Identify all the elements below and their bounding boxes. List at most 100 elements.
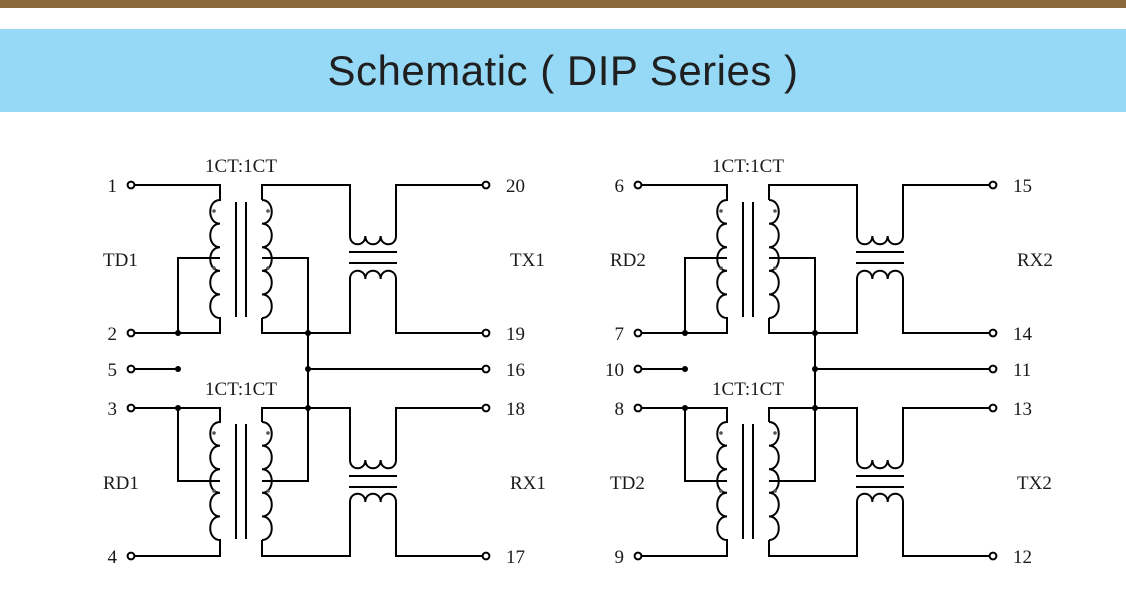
pin-number-label: 3 (108, 399, 118, 420)
polarity-dot (773, 209, 777, 213)
pin-number-label: 2 (108, 324, 118, 345)
pin-terminal (481, 180, 491, 190)
wire-pin18 (395, 407, 486, 460)
polarity-dot (212, 209, 216, 213)
signal-label: TX1 (510, 250, 545, 271)
pin-number-label: 10 (605, 360, 624, 381)
wire-secondary-top (261, 407, 351, 460)
signal-label: TD1 (103, 250, 138, 271)
pin-terminal (481, 551, 491, 561)
wire-secondary-bottom (768, 279, 858, 334)
polarity-dot (212, 431, 216, 435)
signal-label: RX2 (1017, 250, 1053, 271)
wire-secondary-bottom (261, 279, 351, 334)
choke-bottom-upper-winding (349, 459, 397, 470)
junction-dot (682, 366, 688, 372)
choke-top-upper-winding (349, 235, 397, 246)
wire-ct-left-bottom (684, 408, 727, 482)
pin-number-label: 14 (1013, 324, 1033, 345)
wire-secondary-bottom (768, 502, 858, 557)
turns-ratio-label: 1CT:1CT (712, 379, 784, 400)
wire-ct-right-bottom (262, 408, 309, 482)
pin-terminal (126, 180, 136, 190)
wire-secondary-bottom (261, 502, 351, 557)
polarity-dot (266, 489, 270, 493)
polarity-dot (266, 209, 270, 213)
choke-top-lower-winding (856, 269, 904, 280)
junction-dot (682, 330, 688, 336)
wire-secondary-top (768, 184, 858, 236)
wire-ct-right-bottom (769, 408, 816, 482)
wire-ct-right-bottom (262, 332, 309, 408)
polarity-dot (719, 209, 723, 213)
pin-number-label: 15 (1013, 176, 1032, 197)
wire-secondary-top (261, 184, 351, 236)
pin-number-label: 13 (1013, 399, 1032, 420)
pin-terminal (481, 364, 491, 374)
choke-top-lower-winding (349, 269, 397, 280)
page-title: Schematic ( DIP Series ) (327, 46, 799, 94)
pin-terminal (126, 403, 136, 413)
wire-ct-left-bottom (177, 408, 220, 482)
wire-pin18 (902, 407, 993, 460)
wire-pin17 (395, 502, 486, 557)
pin-number-label: 19 (506, 324, 525, 345)
pin-terminal (633, 551, 643, 561)
pin-terminal (126, 364, 136, 374)
transformer-bottom-primary-coil (209, 421, 221, 541)
wire-pin19 (395, 279, 486, 334)
pin-terminal (633, 364, 643, 374)
transformer-top-primary-coil (209, 199, 221, 319)
pin-number-label: 18 (506, 399, 525, 420)
turns-ratio-label: 1CT:1CT (205, 379, 277, 400)
top-accent-bar (0, 0, 1126, 8)
pin-terminal (126, 551, 136, 561)
turns-ratio-label: 1CT:1CT (205, 156, 277, 177)
junction-dot (175, 330, 181, 336)
signal-label: TX2 (1017, 473, 1052, 494)
junction-dot (175, 366, 181, 372)
wire-secondary-top (768, 407, 858, 460)
polarity-dot (773, 266, 777, 270)
pin-number-label: 11 (1013, 360, 1031, 381)
pin-terminal (481, 328, 491, 338)
pin-number-label: 20 (506, 176, 525, 197)
pin-number-label: 5 (108, 360, 118, 381)
polarity-dot (212, 266, 216, 270)
pin-terminal (633, 180, 643, 190)
wire-pin20 (902, 184, 993, 236)
pin-terminal (633, 403, 643, 413)
pin-number-label: 1 (108, 176, 118, 197)
pin-number-label: 9 (615, 547, 625, 568)
signal-label: RD1 (103, 473, 139, 494)
wire-ct-right-bottom (769, 332, 816, 408)
choke-top-upper-winding (856, 235, 904, 246)
pin-number-label: 4 (108, 547, 118, 568)
pin-terminal (988, 403, 998, 413)
turns-ratio-label: 1CT:1CT (712, 156, 784, 177)
pin-terminal (988, 551, 998, 561)
choke-bottom-lower-winding (349, 492, 397, 503)
pin-number-label: 17 (506, 547, 525, 568)
wire-pin20 (395, 184, 486, 236)
title-banner: Schematic ( DIP Series ) (0, 29, 1126, 112)
pin-number-label: 7 (615, 324, 625, 345)
pin-terminal (633, 328, 643, 338)
wire-pin17 (902, 502, 993, 557)
wire-pin19 (902, 279, 993, 334)
pin-terminal (988, 364, 998, 374)
pin-number-label: 6 (615, 176, 625, 197)
polarity-dot (719, 431, 723, 435)
pin-terminal (481, 403, 491, 413)
polarity-dot (719, 489, 723, 493)
pin-terminal (988, 328, 998, 338)
pin-number-label: 8 (615, 399, 625, 420)
polarity-dot (719, 266, 723, 270)
polarity-dot (266, 431, 270, 435)
signal-label: RD2 (610, 250, 646, 271)
polarity-dot (212, 489, 216, 493)
polarity-dot (266, 266, 270, 270)
choke-bottom-lower-winding (856, 492, 904, 503)
